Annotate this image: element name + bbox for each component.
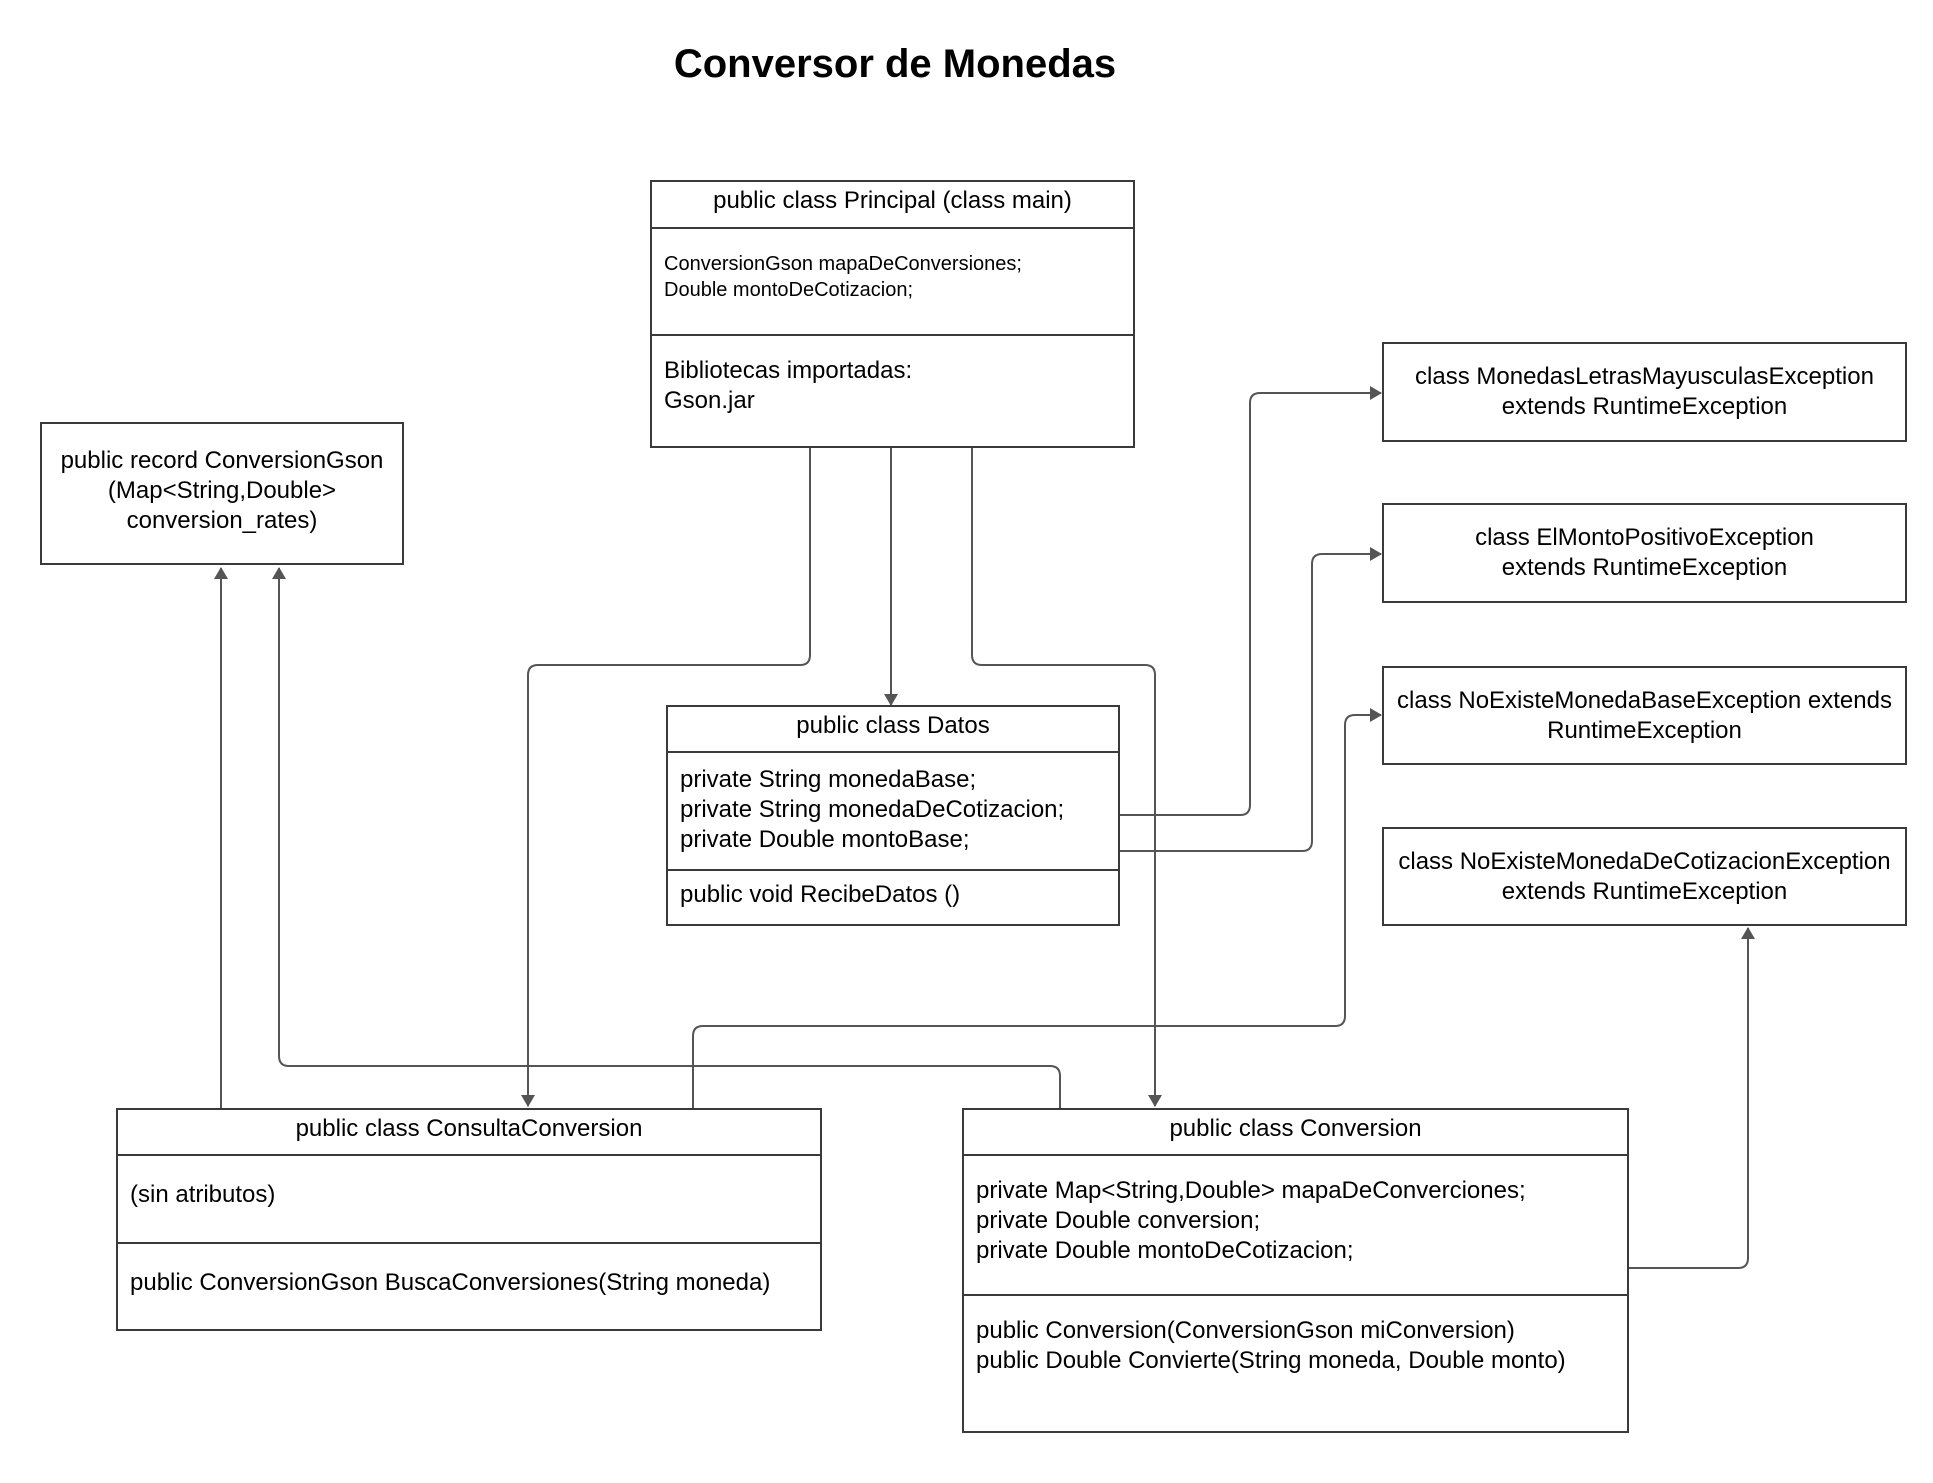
class-principal-libraries: Bibliotecas importadas: Gson.jar [652,336,1133,446]
exception-line: extends RuntimeException [1501,877,1788,905]
exception-moneda-cotizacion-text: class NoExisteMonedaDeCotizacionExceptio… [1398,847,1890,907]
record-line: conversion_rates) [126,507,318,534]
attribute-line: Double montoDeCotizacion; [664,279,914,301]
class-principal-name: public class Principal (class main) [652,182,1133,229]
exception-line: class NoExisteMonedaBaseException extend… [1397,686,1892,714]
record-line: (Map<String,Double> [107,477,337,504]
exception-line: RuntimeException [1547,716,1742,744]
exception-moneda-base-text: class NoExisteMonedaBaseException extend… [1397,686,1892,746]
record-conversion-gson-text: public record ConversionGson (Map<String… [61,446,384,536]
class-datos-methods: public void RecibeDatos () [668,871,1118,924]
class-principal-attributes: ConversionGson mapaDeConversiones; Doubl… [652,229,1133,336]
attribute-line: ConversionGson mapaDeConversiones; [664,253,1022,275]
class-conversion-methods: public Conversion(ConversionGson miConve… [964,1296,1627,1431]
exception-line: extends RuntimeException [1501,554,1788,581]
method-line: public Double Convierte(String moneda, D… [976,1347,1566,1374]
principal-to-conversion-arrow [971,448,1162,1107]
conversion-to-cotizacion-arrow [1628,927,1755,1269]
conversion-to-gson-arrow [272,567,1061,1108]
diagram-title: Conversor de Monedas [673,42,1117,86]
method-line: public void RecibeDatos () [680,881,961,908]
exception-line: class ElMontoPositivoException [1475,524,1814,551]
exception-positivo[interactable]: class ElMontoPositivoException extends R… [1382,503,1907,603]
library-line: Gson.jar [664,387,755,414]
attribute-line: private Map<String,Double> mapaDeConverc… [976,1177,1526,1204]
record-conversion-gson[interactable]: public record ConversionGson (Map<String… [40,422,404,565]
class-conversion[interactable]: public class Conversion private Map<Stri… [962,1108,1629,1433]
datos-to-mayusculas-arrow [1119,386,1382,816]
class-datos-name: public class Datos [668,707,1118,753]
method-line: public ConversionGson BuscaConversiones(… [130,1269,771,1296]
library-line: Bibliotecas importadas: [664,357,913,384]
exception-line: extends RuntimeException [1501,393,1788,420]
exception-positivo-text: class ElMontoPositivoException extends R… [1475,523,1814,583]
exception-moneda-cotizacion[interactable]: class NoExisteMonedaDeCotizacionExceptio… [1382,827,1907,926]
attribute-line: (sin atributos) [130,1181,276,1208]
class-conversion-name: public class Conversion [964,1110,1627,1156]
attribute-line: private Double conversion; [976,1207,1261,1234]
attribute-line: private Double montoBase; [680,826,970,853]
exception-mayusculas[interactable]: class MonedasLetrasMayusculasException e… [1382,342,1907,442]
record-line: public record ConversionGson [60,447,384,474]
attribute-line: private String monedaDeCotizacion; [680,796,1065,823]
class-datos[interactable]: public class Datos private String moneda… [666,705,1120,926]
class-consulta-conversion-attributes: (sin atributos) [118,1156,820,1244]
class-consulta-conversion[interactable]: public class ConsultaConversion (sin atr… [116,1108,822,1331]
attribute-line: private String monedaBase; [680,766,977,793]
method-line: public Conversion(ConversionGson miConve… [976,1317,1515,1344]
class-datos-attributes: private String monedaBase; private Strin… [668,753,1118,871]
principal-to-consulta-arrow [521,448,811,1107]
attribute-line: private Double montoDeCotizacion; [976,1237,1354,1264]
class-principal[interactable]: public class Principal (class main) Conv… [650,180,1135,448]
exception-line: class MonedasLetrasMayusculasException [1415,363,1874,390]
class-consulta-conversion-methods: public ConversionGson BuscaConversiones(… [118,1244,820,1329]
class-consulta-conversion-name: public class ConsultaConversion [118,1110,820,1156]
consulta-to-moneda-base-arrow [692,708,1382,1108]
datos-to-positivo-arrow [1119,547,1382,852]
exception-mayusculas-text: class MonedasLetrasMayusculasException e… [1415,362,1874,422]
exception-line: class NoExisteMonedaDeCotizacionExceptio… [1398,847,1891,875]
exception-moneda-base[interactable]: class NoExisteMonedaBaseException extend… [1382,666,1907,765]
class-conversion-attributes: private Map<String,Double> mapaDeConverc… [964,1156,1627,1296]
